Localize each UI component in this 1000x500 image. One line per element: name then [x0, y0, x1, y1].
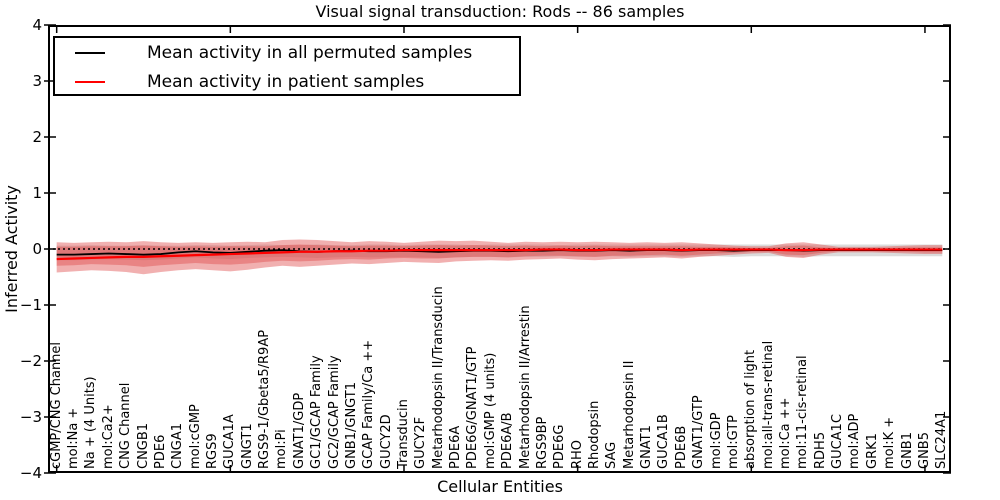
x-tick-label: mol:ADP	[847, 413, 863, 469]
x-tick-label: GNB1/GNGT1	[343, 382, 359, 469]
x-tick-label: SLC24A1	[934, 410, 950, 469]
x-tick-label: RGS9	[204, 433, 220, 469]
x-tick-label: PDE6A	[448, 425, 464, 469]
x-tick-label: Metarhodopsin II	[621, 360, 637, 469]
y-tick-label: 4	[32, 16, 42, 34]
x-tick-label: GRK1	[864, 433, 880, 469]
x-tick-label: RGS9-1/Gbeta5/R9AP	[257, 329, 273, 469]
x-tick-label: GC1/GCAP Family	[309, 355, 325, 469]
x-tick-label: mol:Ca ++	[778, 397, 794, 469]
x-tick-label: mol:11-cis-retinal	[795, 355, 811, 469]
y-tick-label: −4	[19, 464, 42, 482]
x-tick-label: RDH5	[812, 431, 828, 469]
x-tick-label: RGS9BP	[534, 416, 550, 469]
x-tick-label: GUCY2D	[378, 414, 394, 469]
legend: Mean activity in all permuted samples Me…	[53, 36, 521, 96]
x-tick-label: Rhodopsin	[587, 400, 602, 469]
x-tick-label: GNB5	[916, 432, 932, 469]
x-tick-label: GUCY2F	[413, 416, 429, 469]
x-tick-label: cGMP/CNG Channel	[48, 341, 64, 469]
x-tick-label: GNAT1/GTP	[691, 395, 707, 469]
x-tick-label: GC2/GCAP Family	[326, 355, 342, 469]
x-tick-label: mol:all-trans-retinal	[760, 340, 776, 469]
legend-label: Mean activity in all permuted samples	[147, 43, 473, 63]
x-tick-label: CNGA1	[170, 422, 186, 469]
x-tick-label: SAG	[604, 441, 620, 469]
chart-title: Visual signal transduction: Rods -- 86 s…	[315, 2, 685, 21]
x-tick-label: mol:Na +	[66, 407, 82, 469]
legend-item: Mean activity in patient samples	[55, 68, 519, 96]
patient-mean-line	[56, 248, 943, 261]
x-tick-label: mol:Pi	[274, 429, 290, 469]
x-tick-label: Metarhodopsin II/Arrestin	[517, 305, 533, 469]
x-tick-label: mol:Ca2+	[100, 404, 116, 469]
x-tick-label: PDE6	[152, 434, 168, 469]
x-tick-label: CNGB1	[135, 422, 151, 469]
x-tick-label: Metarhodopsin II/Transducin	[430, 286, 446, 469]
x-tick-label: PDE6G	[552, 424, 568, 469]
x-tick-label: GUCA1C	[830, 414, 846, 469]
y-tick-label: 1	[32, 184, 42, 202]
x-tick-label: mol:cGMP	[187, 404, 203, 469]
y-tick-label: 3	[32, 72, 42, 90]
permuted-line-swatch	[75, 52, 105, 54]
x-tick-label: RHO	[569, 439, 585, 469]
legend-label: Mean activity in patient samples	[147, 72, 425, 92]
x-tick-label: GNB1	[899, 432, 915, 469]
y-tick-label: −2	[19, 352, 42, 370]
x-tick-label: GCAP Family/Ca ++	[361, 339, 377, 469]
x-tick-label: PDE6G/GNAT1/GTP	[465, 346, 481, 469]
x-tick-label: Transducin	[395, 399, 411, 469]
band-patient-std-outer	[56, 239, 943, 275]
y-tick-label: 0	[32, 240, 42, 258]
patient-line-swatch	[75, 81, 105, 83]
legend-item: Mean activity in all permuted samples	[55, 39, 519, 67]
x-tick-label: GNAT1/GDP	[291, 392, 307, 469]
x-tick-label: mol:K +	[882, 416, 898, 469]
x-tick-label: mol:GDP	[708, 412, 724, 469]
x-tick-label: GNAT1	[639, 425, 655, 469]
y-tick-label: −1	[19, 296, 42, 314]
x-tick-label: GUCA1B	[656, 414, 672, 469]
chart-canvas	[44, 24, 951, 474]
x-tick-label: PDE6B	[673, 425, 689, 469]
x-axis-label: Cellular Entities	[437, 477, 563, 496]
x-tick-label: mol:GTP	[725, 415, 741, 469]
x-tick-label: absorption of light	[743, 349, 759, 469]
x-tick-label: mol:GMP (4 units)	[482, 352, 498, 469]
axes-frame	[48, 25, 951, 473]
x-tick-label: CNG Channel	[118, 382, 134, 469]
y-tick-label: 2	[32, 128, 42, 146]
x-tick-label: Na + (4 Units)	[83, 376, 99, 469]
y-tick-label: −3	[19, 408, 42, 426]
x-tick-label: GNGT1	[239, 423, 255, 469]
x-tick-label: PDE6A/B	[500, 412, 516, 469]
x-tick-label: GUCA1A	[222, 414, 238, 469]
